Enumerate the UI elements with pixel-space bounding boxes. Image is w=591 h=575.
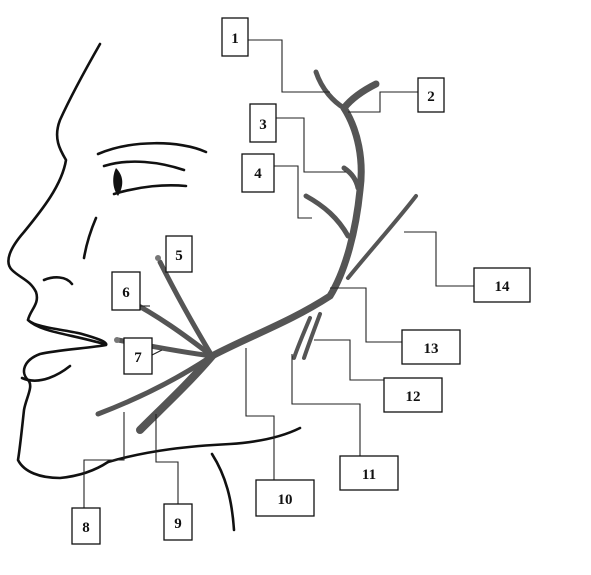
label-2-text: 2 — [427, 89, 435, 105]
lower-lip — [20, 364, 72, 382]
label-10: 10 — [255, 479, 315, 517]
vessels — [95, 69, 418, 434]
leader-2 — [348, 91, 418, 113]
eyebrow — [96, 141, 208, 156]
vessel-branch-3 — [341, 165, 361, 191]
label-1-text: 1 — [231, 31, 239, 47]
label-6-text: 6 — [122, 285, 130, 301]
vessel-branch-12a — [292, 316, 312, 360]
label-13-text: 13 — [424, 341, 439, 357]
label-9: 9 — [163, 503, 193, 541]
leader-13 — [330, 287, 402, 343]
vessel-tip-7 — [114, 337, 120, 343]
leader-4 — [274, 165, 312, 219]
lips-contour — [26, 318, 106, 346]
label-9-text: 9 — [174, 516, 182, 532]
label-14-text: 14 — [495, 279, 511, 295]
face-outline — [7, 42, 302, 532]
label-12: 12 — [383, 377, 443, 413]
label-4-text: 4 — [254, 166, 262, 182]
vessel-branch-12b — [302, 312, 322, 360]
label-3: 3 — [249, 103, 277, 143]
label-7-text: 7 — [134, 350, 142, 366]
profile-line — [7, 42, 110, 480]
label-14: 14 — [473, 267, 531, 303]
label-2: 2 — [417, 77, 445, 113]
leader-3 — [274, 117, 346, 173]
vessel-branch-5 — [157, 259, 215, 359]
vessel-branch-8 — [95, 353, 215, 417]
eye — [96, 141, 208, 196]
label-11-text: 11 — [362, 467, 376, 483]
vessel-branch-4 — [303, 193, 351, 239]
label-1: 1 — [221, 17, 249, 57]
leader-10 — [245, 348, 275, 480]
label-10-text: 10 — [278, 492, 293, 508]
label-6: 6 — [111, 271, 141, 311]
nostril — [42, 276, 74, 286]
vessel-branch-14 — [346, 194, 418, 280]
vessel-tip-5 — [155, 255, 161, 261]
leader-1 — [247, 39, 330, 93]
cheek-line — [82, 216, 98, 260]
iris — [113, 168, 123, 196]
vessel-top-left-branch — [313, 69, 347, 111]
jaw-line — [106, 426, 302, 464]
label-5-text: 5 — [175, 248, 183, 264]
leader-11 — [291, 354, 361, 456]
neck-line — [210, 452, 236, 532]
lower-eyelid — [112, 183, 188, 196]
leader-9 — [155, 414, 179, 504]
label-8: 8 — [71, 507, 101, 545]
vessel-top-right-branch — [340, 80, 380, 112]
label-3-text: 3 — [259, 117, 267, 133]
leader-14 — [404, 231, 474, 287]
label-12-text: 12 — [406, 389, 421, 405]
upper-eyelid — [102, 160, 186, 172]
leader-8 — [83, 412, 125, 508]
label-8-text: 8 — [82, 520, 90, 536]
label-4: 4 — [241, 153, 275, 193]
label-13: 13 — [401, 329, 461, 365]
vessel-main-trunk — [208, 104, 365, 360]
vessel-branch-9 — [136, 352, 216, 434]
label-5: 5 — [165, 235, 193, 273]
label-11: 11 — [339, 455, 399, 491]
leader-12 — [314, 339, 384, 381]
leader-lines — [83, 39, 474, 508]
label-7: 7 — [123, 337, 153, 375]
